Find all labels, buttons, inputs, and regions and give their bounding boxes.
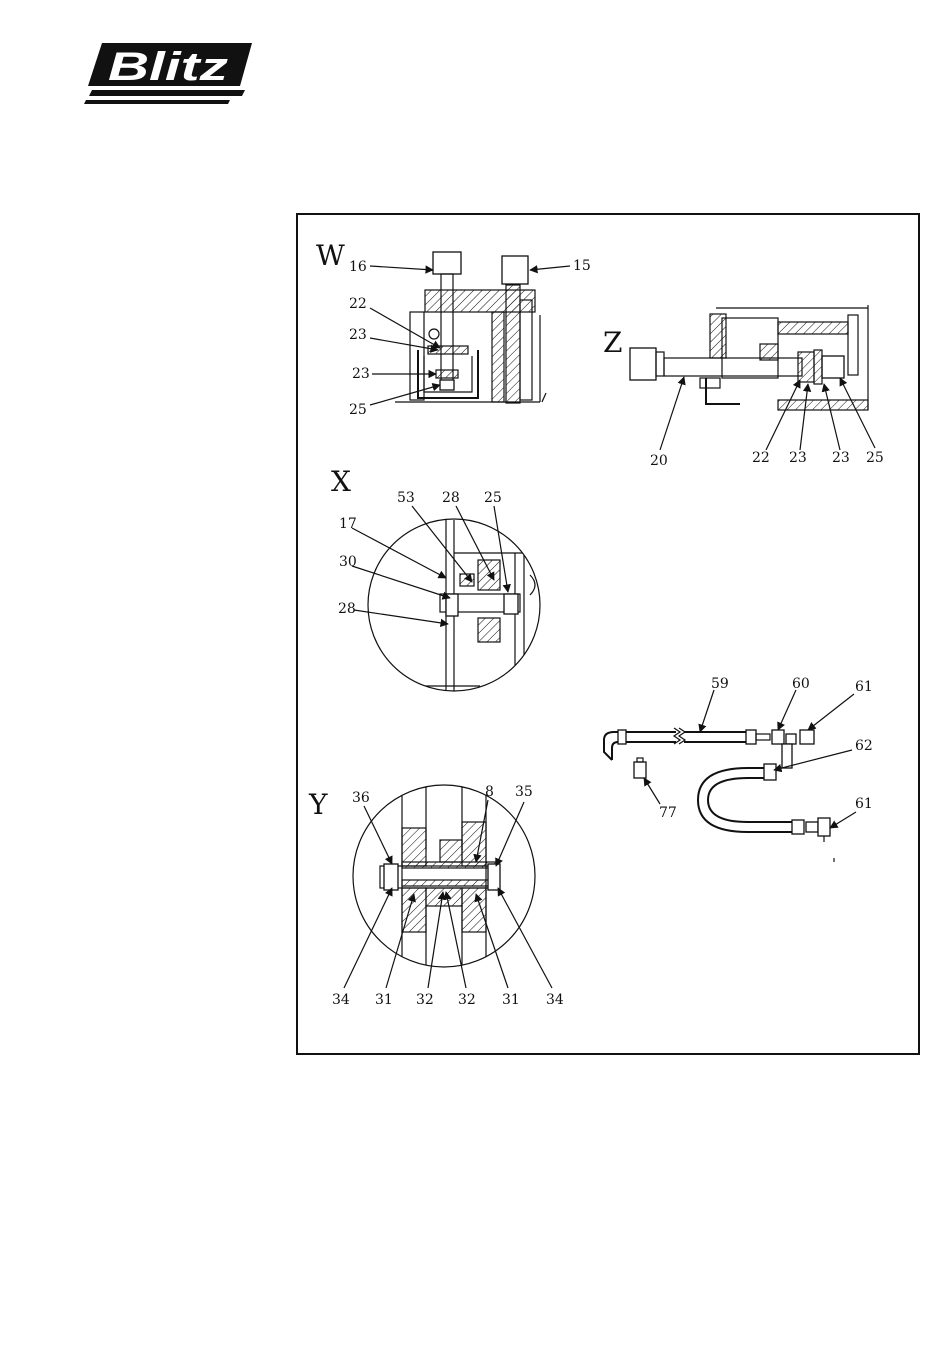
label-hose-77: 77 <box>659 805 677 821</box>
label-x-25: 25 <box>484 490 502 506</box>
label-y-8: 8 <box>485 784 494 800</box>
view-x: X 53 28 25 17 30 28 <box>331 465 560 700</box>
label-y-32b: 32 <box>458 992 476 1008</box>
label-y-34a: 34 <box>332 992 350 1008</box>
label-hose-60: 60 <box>792 676 810 692</box>
label-y-34b: 34 <box>546 992 564 1008</box>
view-x-title: X <box>331 465 351 498</box>
label-x-28a: 28 <box>442 490 460 506</box>
label-hose-62: 62 <box>855 738 873 754</box>
label-y-35: 35 <box>515 784 533 800</box>
view-z-title: Z <box>603 326 622 359</box>
label-z-25: 25 <box>866 450 884 466</box>
label-y-31b: 31 <box>502 992 520 1008</box>
label-x-17: 17 <box>339 516 357 532</box>
label-w-15: 15 <box>573 258 591 274</box>
label-hose-61b: 61 <box>855 796 873 812</box>
view-y-title: Y <box>308 788 328 821</box>
label-y-36: 36 <box>352 790 370 806</box>
label-z-22: 22 <box>752 450 770 466</box>
label-y-32a: 32 <box>416 992 434 1008</box>
label-w-22: 22 <box>349 296 367 312</box>
label-hose-59: 59 <box>711 676 729 692</box>
view-w-title: W <box>316 239 345 272</box>
label-w-25: 25 <box>349 402 367 418</box>
label-y-31a: 31 <box>375 992 393 1008</box>
view-z: Z 20 22 23 23 25 <box>603 305 884 469</box>
label-w-16: 16 <box>349 259 367 275</box>
label-z-23b: 23 <box>832 450 850 466</box>
label-w-23b: 23 <box>352 366 370 382</box>
label-x-28b: 28 <box>338 601 356 617</box>
view-w: W 16 15 22 23 23 25 <box>316 239 591 418</box>
view-y: Y 36 8 <box>308 780 564 1008</box>
hose-assembly: 59 60 61 62 61 77 <box>604 676 873 862</box>
label-hose-61a: 61 <box>855 679 873 695</box>
label-z-20: 20 <box>650 453 668 469</box>
label-x-30: 30 <box>339 554 357 570</box>
label-z-23a: 23 <box>789 450 807 466</box>
label-w-23a: 23 <box>349 327 367 343</box>
label-x-53: 53 <box>397 490 415 506</box>
